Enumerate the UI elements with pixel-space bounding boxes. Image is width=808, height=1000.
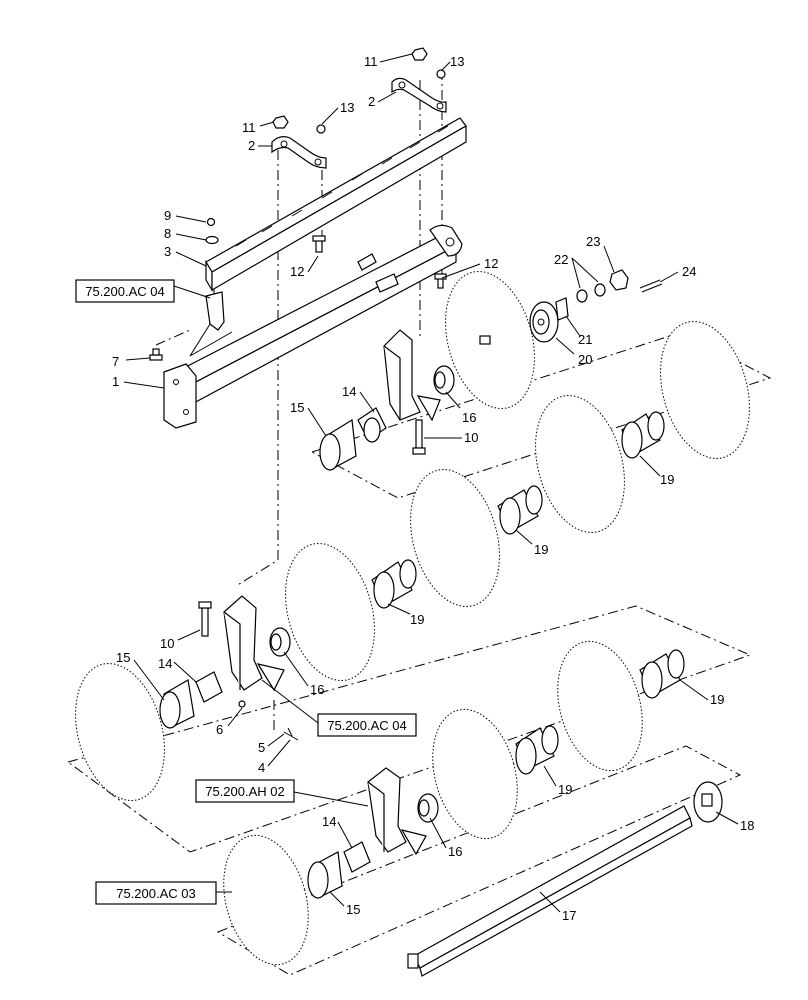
reference-box-ac04-top: 75.200.AC 04 xyxy=(75,279,175,303)
nut-11-left xyxy=(272,115,289,129)
main-frame-tube xyxy=(163,224,463,429)
bearing-hub-20 xyxy=(529,301,559,343)
callout: 4 xyxy=(258,760,265,775)
callout: 9 xyxy=(164,208,171,223)
callout: 18 xyxy=(740,818,754,833)
callout: 15 xyxy=(116,650,130,665)
bolt-12-left xyxy=(312,235,326,253)
callout: 16 xyxy=(310,682,324,697)
callout: 23 xyxy=(586,234,600,249)
reference-label: 75.200.AH 02 xyxy=(205,784,285,799)
reference-box-ac03: 75.200.AC 03 xyxy=(95,881,217,905)
callout: 7 xyxy=(112,354,119,369)
bolt-7 xyxy=(149,348,163,361)
callout: 14 xyxy=(322,814,336,829)
saddle-bracket-left xyxy=(271,136,327,169)
upper-gang-envelope xyxy=(310,331,772,499)
callout: 10 xyxy=(464,430,478,445)
callout: 24 xyxy=(682,264,696,279)
reference-label: 75.200.AC 04 xyxy=(85,284,165,299)
reference-box-ac04-mid: 75.200.AC 04 xyxy=(317,713,417,737)
callout: 16 xyxy=(448,844,462,859)
bolt-12-right xyxy=(434,273,447,289)
callout: 19 xyxy=(558,782,572,797)
callout: 14 xyxy=(158,656,172,671)
cotter-pin-24 xyxy=(639,279,663,293)
leader-lines xyxy=(123,53,739,913)
reference-label: 75.200.AC 04 xyxy=(327,718,407,733)
castle-nut-23 xyxy=(609,269,629,291)
callout: 2 xyxy=(368,94,375,109)
callout: 16 xyxy=(462,410,476,425)
callout: 12 xyxy=(290,264,304,279)
callout: 13 xyxy=(340,100,354,115)
callout: 22 xyxy=(554,252,568,267)
saddle-bracket-right xyxy=(391,77,447,113)
lower-gang xyxy=(223,767,439,966)
bracket-alignment-line-2 xyxy=(155,329,191,346)
callout: 2 xyxy=(248,138,255,153)
callout: 8 xyxy=(164,226,171,241)
middle-gang xyxy=(75,543,685,840)
callout: 12 xyxy=(484,256,498,271)
callout: 14 xyxy=(342,384,356,399)
callout: 10 xyxy=(160,636,174,651)
nut-11-top xyxy=(411,47,428,61)
nut-13-top xyxy=(436,69,446,79)
washers-22 xyxy=(576,283,606,303)
callout: 3 xyxy=(164,244,171,259)
nut-13-left xyxy=(316,124,326,134)
reference-box-ah02: 75.200.AH 02 xyxy=(195,779,295,803)
plate-21 xyxy=(555,297,569,321)
callout: 11 xyxy=(364,54,378,69)
upper-gang xyxy=(319,271,750,609)
callout: 19 xyxy=(660,472,674,487)
square-axle xyxy=(407,805,693,977)
shank-alignment-line xyxy=(235,150,279,587)
callout: 5 xyxy=(258,740,265,755)
washer-8 xyxy=(205,235,219,245)
callouts: 11 13 2 11 13 2 9 8 3 12 12 23 22 24 21 … xyxy=(112,54,754,923)
callout: 15 xyxy=(346,902,360,917)
callout: 19 xyxy=(410,612,424,627)
mounting-bar xyxy=(205,117,467,293)
callout: 21 xyxy=(578,332,592,347)
callout: 19 xyxy=(710,692,724,707)
clamp-bracket xyxy=(189,291,233,357)
callout: 20 xyxy=(578,352,592,367)
nut-9 xyxy=(206,217,216,227)
end-hub-18 xyxy=(693,781,723,823)
callout: 1 xyxy=(112,374,119,389)
callout: 17 xyxy=(562,908,576,923)
callout: 13 xyxy=(450,54,464,69)
callout: 19 xyxy=(534,542,548,557)
callout: 15 xyxy=(290,400,304,415)
reference-label: 75.200.AC 03 xyxy=(116,886,196,901)
callout: 6 xyxy=(216,722,223,737)
callout: 11 xyxy=(242,120,256,135)
